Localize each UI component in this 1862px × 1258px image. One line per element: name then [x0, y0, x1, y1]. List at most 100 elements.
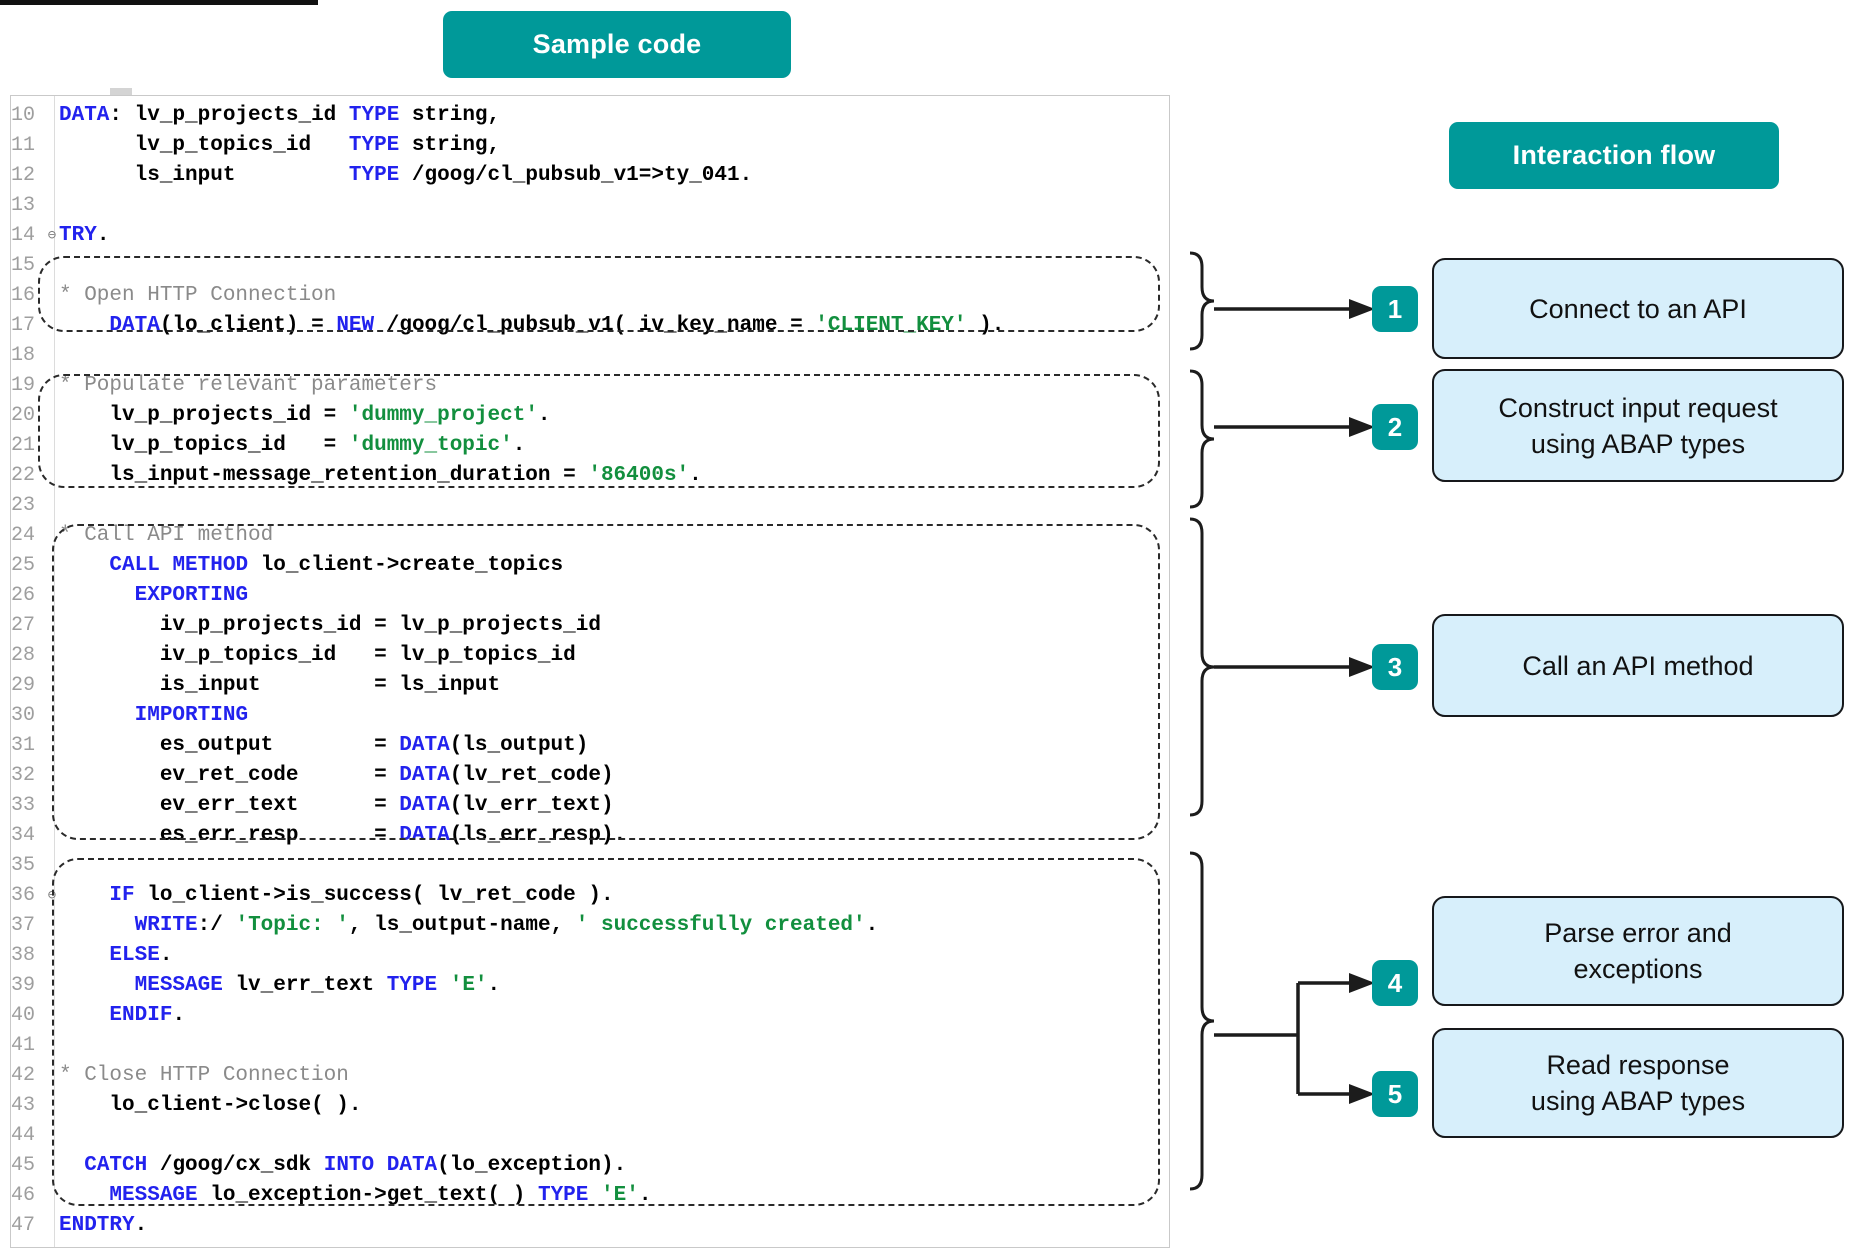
- code-line-text: es_output = DATA(ls_output): [159, 734, 589, 757]
- code-line-number: 16: [11, 284, 36, 307]
- code-line-number: 31: [11, 734, 36, 757]
- flow-step-box-connect-to-api[interactable]: Connect to an API: [1432, 258, 1844, 359]
- code-line: 24 * Call API method: [11, 521, 1004, 551]
- code-line-text: TRY.: [59, 224, 110, 247]
- code-line-text: * Call API method: [59, 524, 274, 547]
- flow-step-box-call-api-method[interactable]: Call an API method: [1432, 614, 1844, 717]
- code-line-number: 45: [11, 1154, 36, 1177]
- code-line: 11 lv_p_topics_id TYPE string,: [11, 131, 1004, 161]
- sample-code-header: Sample code: [443, 11, 791, 78]
- code-line: 26 EXPORTING: [11, 581, 1004, 611]
- code-line: 16* Open HTTP Connection: [11, 281, 1004, 311]
- code-scrollbar-thumb[interactable]: [110, 88, 132, 95]
- code-line: 19 * Populate relevant parameters: [11, 371, 1004, 401]
- code-line-text: lv_p_topics_id = 'dummy_topic'.: [109, 434, 526, 457]
- code-line-number: 47: [11, 1214, 36, 1237]
- code-line-number: 10: [11, 104, 36, 127]
- code-line-number: 13: [11, 194, 36, 217]
- code-editor-panel[interactable]: [10, 95, 1170, 1248]
- code-line: 30 IMPORTING: [11, 701, 1004, 731]
- flow-step-number-5: 5: [1372, 1071, 1418, 1117]
- code-line-text: MESSAGE lv_err_text TYPE 'E'.: [134, 974, 501, 997]
- code-line-text: IMPORTING: [134, 704, 249, 727]
- code-line-number: 35: [11, 854, 36, 877]
- code-line: 35: [11, 851, 1004, 881]
- code-line-number: 11: [11, 134, 36, 157]
- flow-step-box-call-api-method-label: Call an API method: [1522, 650, 1754, 681]
- flow-step-number-1-label: 1: [1387, 293, 1403, 324]
- flow-step-number-2: 2: [1372, 404, 1418, 450]
- flow-step-number-3-label: 3: [1387, 651, 1403, 682]
- code-line-number: 39: [11, 974, 36, 997]
- code-line: 38 ELSE.: [11, 941, 1004, 971]
- code-line-number: 21: [11, 434, 36, 457]
- code-line-number: 30: [11, 704, 36, 727]
- code-fold-toggle[interactable]: ⊖: [47, 228, 57, 244]
- code-line-number: 44: [11, 1124, 36, 1147]
- code-line-number: 22: [11, 464, 36, 487]
- code-line: 46 MESSAGE lo_exception->get_text( ) TYP…: [11, 1181, 1004, 1211]
- code-line-number: 14: [11, 224, 36, 247]
- code-line-number: 32: [11, 764, 36, 787]
- gutter-divider: [54, 96, 55, 1247]
- code-line: 33 ev_err_text = DATA(lv_err_text): [11, 791, 1004, 821]
- code-line-number: 29: [11, 674, 36, 697]
- code-line: 36⊖ IF lo_client->is_success( lv_ret_cod…: [11, 881, 1004, 911]
- code-line: 15: [11, 251, 1004, 281]
- code-line-text: lv_p_topics_id TYPE string,: [134, 134, 501, 157]
- code-line-number: 33: [11, 794, 36, 817]
- code-line: 37 WRITE:/ 'Topic: ', ls_output-name, ' …: [11, 911, 1004, 941]
- flow-step-number-4-label: 4: [1387, 967, 1403, 998]
- code-line: 14 ⊖TRY.: [11, 221, 1004, 251]
- code-line: 12 ls_input TYPE /goog/cl_pubsub_v1=>ty_…: [11, 161, 1004, 191]
- code-line-number: 41: [11, 1034, 36, 1057]
- code-line-text: ENDIF.: [109, 1004, 186, 1027]
- code-line-text: CALL METHOD lo_client->create_topics: [109, 554, 564, 577]
- code-line-number: 43: [11, 1094, 36, 1117]
- code-line: 44: [11, 1121, 1004, 1151]
- code-line-number: 12: [11, 164, 36, 187]
- code-line-text: WRITE:/ 'Topic: ', ls_output-name, ' suc…: [134, 914, 879, 937]
- flow-step-number-4: 4: [1372, 960, 1418, 1006]
- code-line-text: EXPORTING: [134, 584, 249, 607]
- code-line-number: 24: [11, 524, 36, 547]
- code-line: 28 iv_p_topics_id = lv_p_topics_id: [11, 641, 1004, 671]
- code-line-number: 46: [11, 1184, 36, 1207]
- code-line-text: * Populate relevant parameters: [59, 374, 438, 397]
- code-line: 25 CALL METHOD lo_client->create_topics: [11, 551, 1004, 581]
- code-line-number: 38: [11, 944, 36, 967]
- code-line-number: 17: [11, 314, 36, 337]
- code-line: 13: [11, 191, 1004, 221]
- code-line-text: ELSE.: [109, 944, 173, 967]
- code-line: 34 es_err_resp = DATA(ls_err_resp).: [11, 821, 1004, 851]
- code-line-text: es_err_resp = DATA(ls_err_resp).: [159, 824, 627, 847]
- flow-step-number-5-label: 5: [1387, 1078, 1403, 1109]
- top-divider-rule: [0, 0, 318, 5]
- flow-step-number-1: 1: [1372, 286, 1418, 332]
- code-line-number: 18: [11, 344, 36, 367]
- code-line-text: IF lo_client->is_success( lv_ret_code ).: [109, 884, 614, 907]
- code-line: 20 lv_p_projects_id = 'dummy_project'.: [11, 401, 1004, 431]
- code-line: 31 es_output = DATA(ls_output): [11, 731, 1004, 761]
- code-line-text: * Close HTTP Connection: [59, 1064, 349, 1087]
- code-line: 29 is_input = ls_input: [11, 671, 1004, 701]
- interaction-flow-header: Interaction flow: [1449, 122, 1779, 189]
- code-line-text: MESSAGE lo_exception->get_text( ) TYPE '…: [109, 1184, 652, 1207]
- flow-step-box-connect-to-api-label: Connect to an API: [1529, 293, 1747, 324]
- code-line-number: 15: [11, 254, 36, 277]
- code-line-number: 25: [11, 554, 36, 577]
- code-line-number: 23: [11, 494, 36, 517]
- code-line-number: 28: [11, 644, 36, 667]
- code-line: 27 iv_p_projects_id = lv_p_projects_id: [11, 611, 1004, 641]
- code-line-text: ls_input TYPE /goog/cl_pubsub_v1=>ty_041…: [134, 164, 753, 187]
- code-line-number: 19: [11, 374, 36, 397]
- code-line-text: CATCH /goog/cx_sdk INTO DATA(lo_exceptio…: [84, 1154, 627, 1177]
